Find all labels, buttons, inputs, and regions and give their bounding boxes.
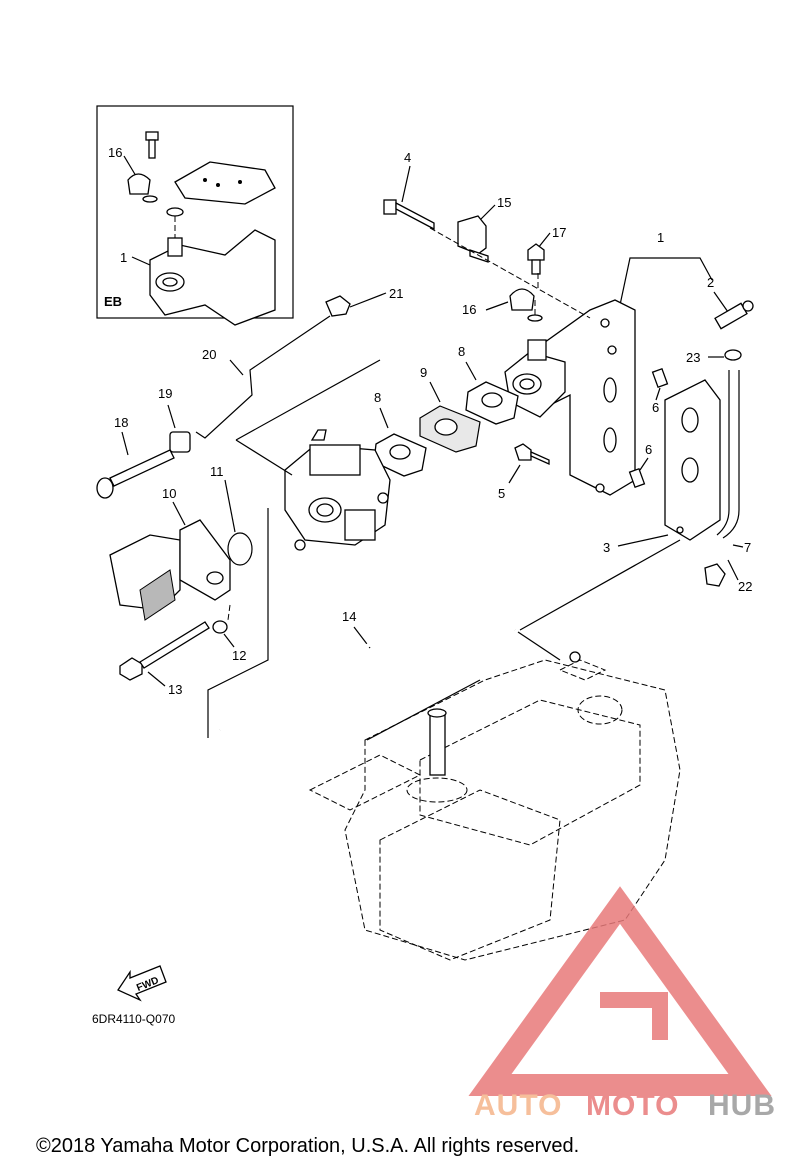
callout-14: 14 <box>342 609 356 624</box>
callout-6a: 6 <box>652 400 659 415</box>
clip-21: 21 <box>325 286 403 317</box>
clamp-15: 15 <box>457 195 511 263</box>
callout-11: 11 <box>210 464 224 479</box>
callout-9: 9 <box>420 365 427 380</box>
inset-bracket <box>174 161 276 205</box>
carburetor <box>284 429 391 551</box>
callout-17: 17 <box>552 225 566 240</box>
o-ring-11: 11 <box>210 464 253 566</box>
callout-10: 10 <box>162 486 176 501</box>
engine-block <box>308 651 681 961</box>
callout-3: 3 <box>603 540 610 555</box>
callout-8a: 8 <box>458 344 465 359</box>
automotohub-logo: AUTO MOTO HUB <box>468 886 776 1122</box>
callout-23: 23 <box>686 350 700 365</box>
hose-14: 14 <box>219 609 517 732</box>
callout-16: 16 <box>462 302 476 317</box>
watermark-hub: HUB <box>708 1089 776 1122</box>
watermark-auto: AUTO <box>474 1089 562 1122</box>
silencer-10: 10 <box>109 486 231 621</box>
link-rod-20: 20 <box>195 315 331 439</box>
callout-1-main: 1 <box>619 230 713 306</box>
callout-16-inset: 16 <box>108 145 122 160</box>
gasket-8-upper: 8 <box>458 344 519 425</box>
watermark-moto: MOTO <box>586 1089 679 1122</box>
intake-manifold <box>504 299 636 496</box>
bolt-5: 5 <box>498 443 550 501</box>
collar-12: 12 <box>212 620 246 663</box>
callout-18: 18 <box>114 415 128 430</box>
callout-15: 15 <box>497 195 511 210</box>
callout-12: 12 <box>232 648 246 663</box>
callout-8b: 8 <box>374 390 381 405</box>
spacer-9: 9 <box>419 365 481 453</box>
callout-20: 20 <box>202 347 216 362</box>
callout-5: 5 <box>498 486 505 501</box>
inset-clamp <box>127 173 151 195</box>
fwd-arrow-icon: FWD <box>117 965 167 1002</box>
callout-21: 21 <box>389 286 403 301</box>
callout-1-inset: 1 <box>120 250 127 265</box>
bolt-17: 17 <box>527 225 566 275</box>
callout-6b: 6 <box>645 442 652 457</box>
callout-2: 2 <box>707 275 714 290</box>
gasket-3: 3 <box>603 379 721 555</box>
diagram-code: 6DR4110-Q070 <box>92 1012 175 1026</box>
inset-bolt <box>145 131 159 159</box>
callout-22: 22 <box>738 579 752 594</box>
hose-7: 23 7 22 <box>686 349 752 594</box>
knob-19: 19 <box>158 386 191 453</box>
copyright-notice: ©2018 Yamaha Motor Corporation, U.S.A. A… <box>36 1135 579 1157</box>
eb-inset: EB 16 1 <box>96 105 294 326</box>
callout-19: 19 <box>158 386 172 401</box>
bolt-4: 4 <box>383 150 435 231</box>
callout-4: 4 <box>404 150 411 165</box>
inset-label: EB <box>104 294 122 309</box>
fitting-2: 2 <box>707 275 754 330</box>
rod-18: 18 <box>96 415 175 499</box>
callout-1: 1 <box>657 230 664 245</box>
callout-7: 7 <box>744 540 751 555</box>
callout-13: 13 <box>168 682 182 697</box>
clamp-16: 16 <box>462 288 543 322</box>
bolt-13: 13 <box>119 621 210 697</box>
dowel-pins-6: 6 6 <box>628 367 669 489</box>
